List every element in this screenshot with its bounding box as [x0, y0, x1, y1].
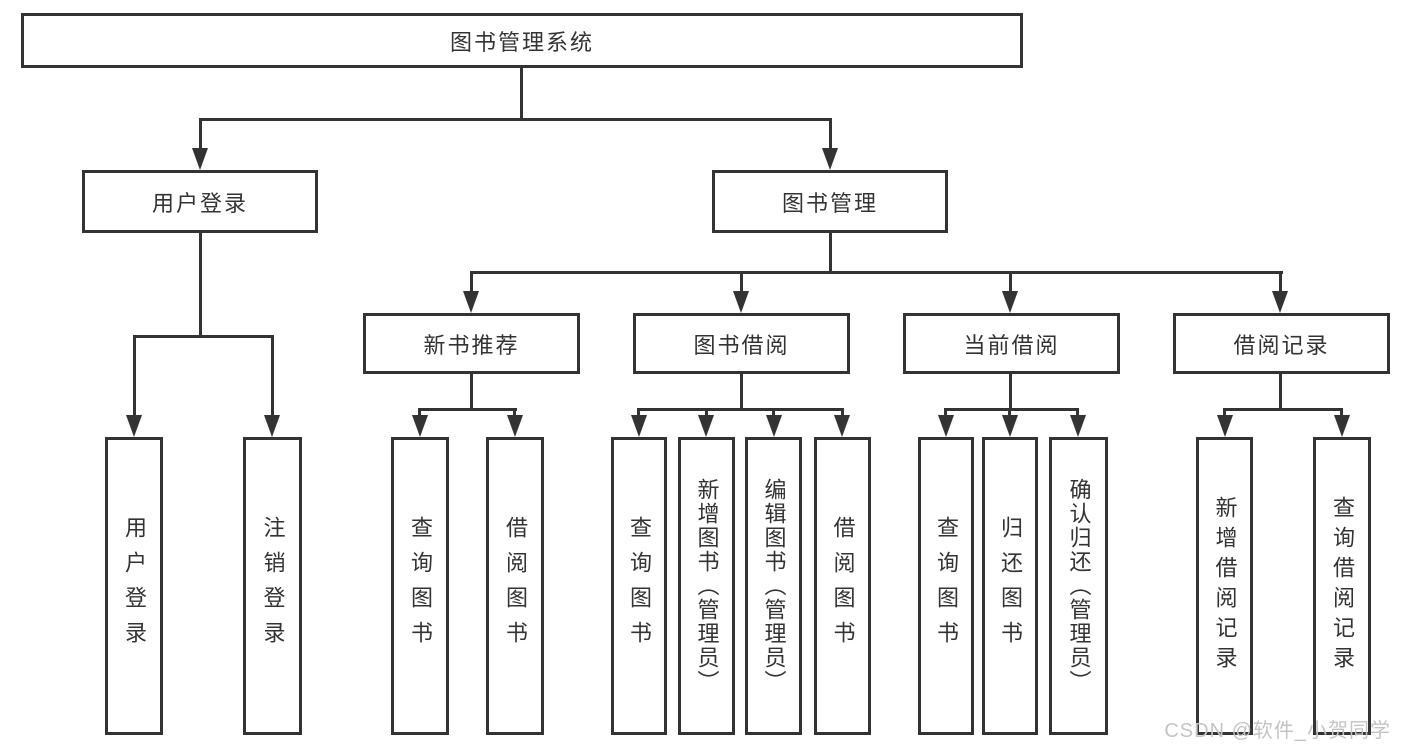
connector-line [740, 374, 743, 408]
arrow-down-icon [126, 415, 142, 437]
connector-line [418, 408, 517, 411]
leaf-borrow-books: 借阅图书 [814, 437, 871, 735]
connector-line [199, 118, 832, 121]
arrow-down-icon [1217, 415, 1233, 437]
arrow-down-icon [1070, 415, 1086, 437]
arrow-down-icon [834, 415, 850, 437]
arrow-down-icon [733, 291, 749, 313]
connector-line [1076, 408, 1079, 416]
connector-line [637, 408, 844, 411]
connector-line [1009, 374, 1012, 408]
connector-line [1279, 374, 1282, 408]
leaf-label: 查询图书 [934, 516, 959, 656]
leaf-borrow-books: 借阅图书 [486, 437, 544, 735]
leaf-label: 新增图书（管理员） [694, 478, 720, 694]
leaf-query-books: 查询图书 [611, 437, 667, 735]
connector-line [1340, 408, 1343, 416]
arrow-down-icon [1272, 291, 1288, 313]
arrow-down-icon [631, 415, 647, 437]
connector-line [133, 335, 274, 338]
leaf-label: 查询借阅记录 [1330, 496, 1355, 676]
connector-line [1008, 408, 1011, 416]
arrow-down-icon [1002, 415, 1018, 437]
connector-line [944, 408, 947, 416]
node-library-management-system: 图书管理系统 [21, 13, 1023, 68]
node-label: 当前借阅 [963, 332, 1060, 358]
node-label: 图书管理 [781, 190, 878, 216]
node-label: 用户登录 [151, 190, 248, 216]
leaf-edit-book-admin: 编辑图书（管理员） [745, 437, 802, 735]
leaf-query-books: 查询图书 [391, 437, 449, 735]
leaf-label: 新增借阅记录 [1212, 496, 1238, 676]
connector-line [199, 118, 202, 151]
leaf-confirm-return-admin: 确认归还（管理员） [1049, 437, 1108, 735]
node-user-login: 用户登录 [82, 170, 318, 233]
node-new-book-recommendation: 新书推荐 [363, 313, 580, 374]
leaf-logout: 注销登录 [243, 437, 302, 735]
connector-line [1223, 408, 1226, 416]
arrow-down-icon [766, 415, 782, 437]
connector-line [1223, 408, 1342, 411]
arrow-down-icon [507, 415, 523, 437]
arrow-down-icon [192, 148, 208, 170]
leaf-user-login: 用户登录 [105, 437, 163, 735]
connector-line [513, 408, 516, 416]
arrow-down-icon [938, 415, 954, 437]
connector-line [520, 68, 523, 120]
node-label: 新书推荐 [423, 332, 520, 358]
node-book-management: 图书管理 [712, 170, 948, 233]
node-label: 图书管理系统 [449, 29, 594, 55]
connector-line [133, 335, 136, 416]
node-label: 借阅记录 [1233, 332, 1330, 358]
arrow-down-icon [412, 415, 428, 437]
node-borrowing-records: 借阅记录 [1173, 313, 1390, 374]
leaf-label: 用户登录 [122, 516, 147, 656]
leaf-return-book: 归还图书 [982, 437, 1038, 735]
node-label: 图书借阅 [693, 332, 790, 358]
arrow-down-icon [463, 291, 479, 313]
leaf-query-borrow-record: 查询借阅记录 [1313, 437, 1371, 735]
connector-line [740, 271, 743, 293]
connector-line [1279, 271, 1282, 293]
leaf-label: 查询图书 [408, 516, 433, 656]
arrow-down-icon [822, 148, 838, 170]
leaf-query-books: 查询图书 [918, 437, 974, 735]
connector-line [1009, 271, 1012, 293]
watermark-text: CSDN @软件_小贺同学 [1164, 720, 1391, 742]
connector-line [637, 408, 640, 416]
connector-line [470, 271, 473, 293]
leaf-add-borrow-record: 新增借阅记录 [1196, 437, 1253, 735]
leaf-label: 确认归还（管理员） [1066, 478, 1092, 694]
leaf-label: 编辑图书（管理员） [761, 478, 787, 694]
leaf-label: 查询图书 [627, 516, 652, 656]
leaf-label: 借阅图书 [503, 516, 528, 656]
connector-line [841, 408, 844, 416]
node-current-borrowing: 当前借阅 [903, 313, 1120, 374]
connector-line [772, 408, 775, 416]
leaf-label: 注销登录 [260, 516, 286, 656]
connector-line [470, 271, 1283, 274]
leaf-add-book-admin: 新增图书（管理员） [678, 437, 735, 735]
arrow-down-icon [1334, 415, 1350, 437]
connector-line [271, 335, 274, 416]
connector-line [944, 408, 1079, 411]
connector-line [470, 374, 473, 408]
connector-line [829, 233, 832, 274]
arrow-down-icon [1002, 291, 1018, 313]
connector-line [418, 408, 421, 416]
leaf-label: 归还图书 [998, 516, 1023, 656]
leaf-label: 借阅图书 [830, 516, 856, 656]
connector-line [829, 118, 832, 151]
connector-line [199, 233, 202, 335]
connector-line [705, 408, 708, 416]
node-book-borrowing: 图书借阅 [633, 313, 850, 374]
arrow-down-icon [698, 415, 714, 437]
arrow-down-icon [264, 415, 280, 437]
